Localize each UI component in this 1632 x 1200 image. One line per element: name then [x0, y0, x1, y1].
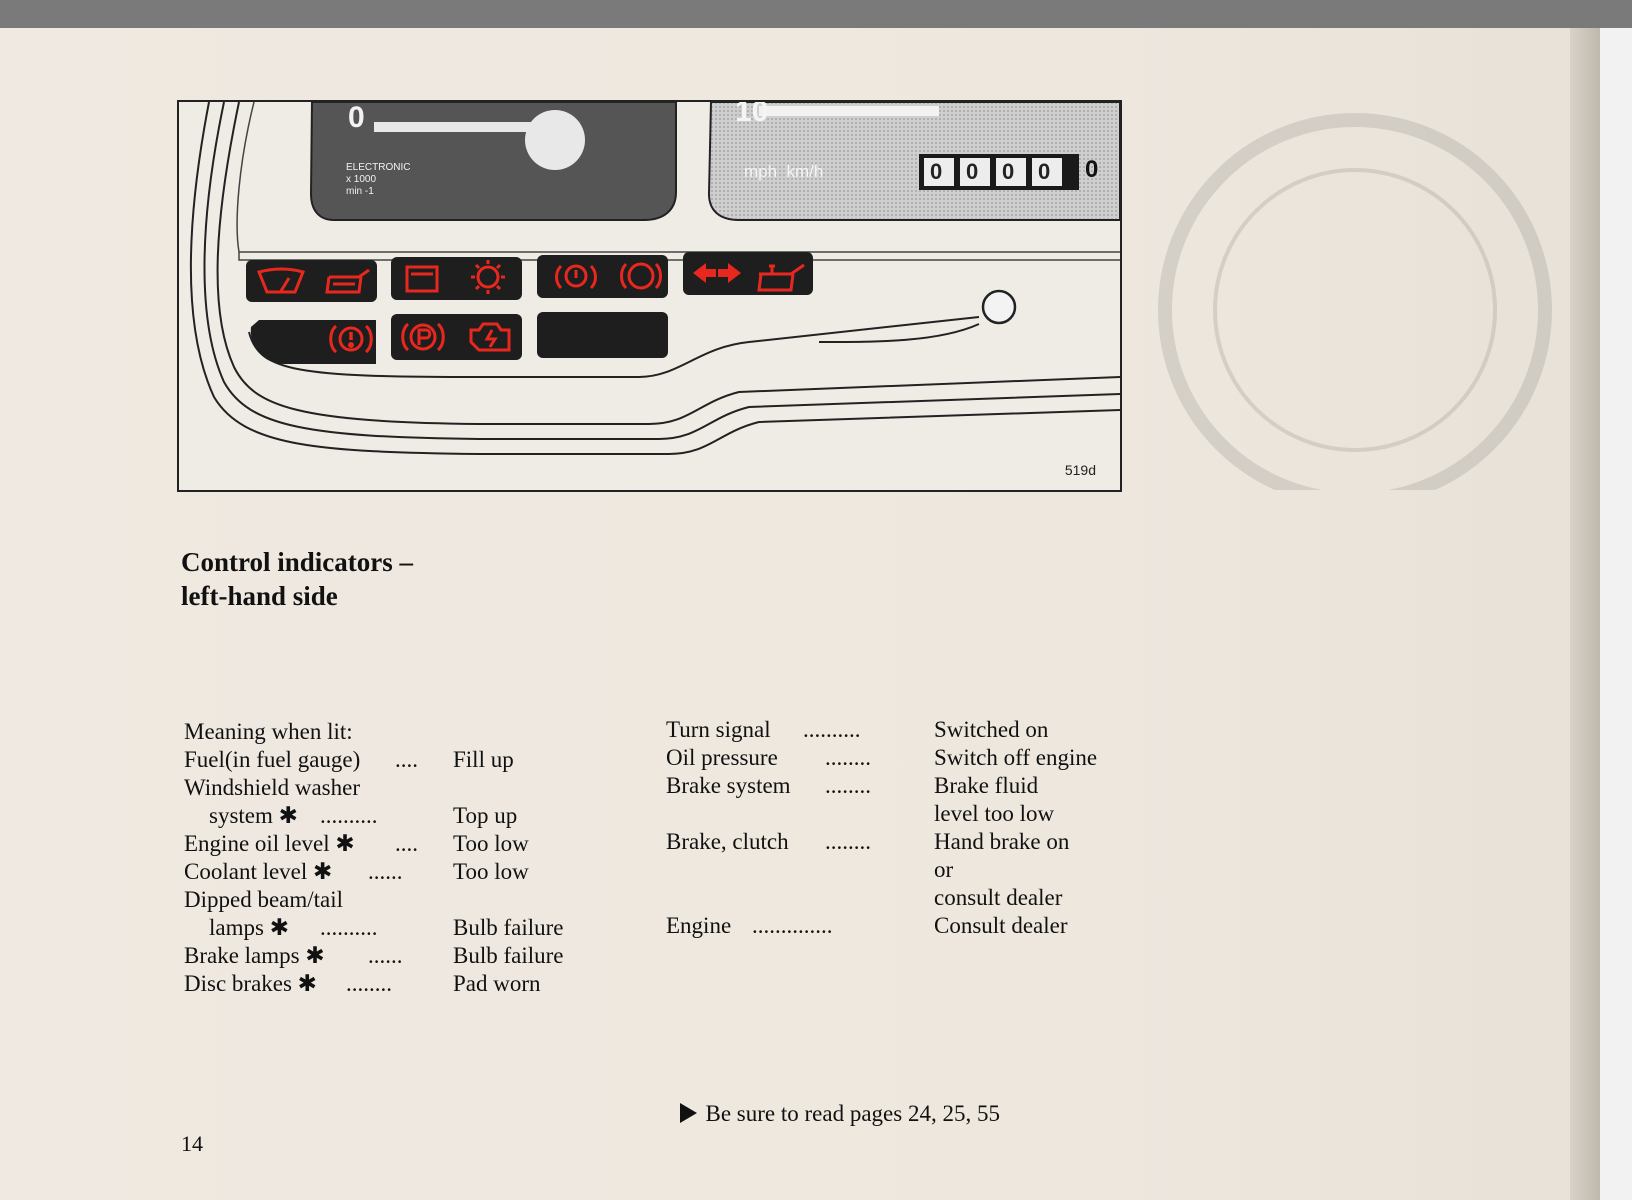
odometer-digit: 0 [1002, 159, 1015, 184]
leader-dots: ........ [825, 745, 871, 770]
list-item-value: Fill up [453, 747, 514, 772]
coolant-level-icon [405, 265, 439, 293]
odometer-digit: 0 [1038, 159, 1051, 184]
tacho-scale: x 1000 [346, 174, 377, 185]
odometer-tenths: 0 [1085, 156, 1099, 183]
section-heading: Control indicators – left-hand side [181, 545, 413, 613]
figure-code: 519d [1064, 462, 1096, 478]
list-item-value: Bulb failure [453, 943, 564, 968]
heading-line-2: left-hand side [181, 581, 338, 611]
tacho-zero: 0 [348, 101, 365, 134]
leader-dots: .... [395, 831, 418, 856]
disc-brake-icon [555, 264, 597, 290]
leader-dots: ........ [825, 829, 871, 854]
list-item-value: Pad worn [453, 971, 541, 996]
windshield-washer-icon [256, 267, 306, 294]
list-item-value: Too low [453, 831, 529, 856]
brake-system-icon [329, 324, 373, 354]
list-intro: Meaning when lit: [184, 719, 353, 744]
list-item-label: Engine oil level ✱ [184, 831, 355, 856]
leader-dots: ...... [368, 943, 403, 968]
list-item-label: Coolant level ✱ [184, 859, 333, 884]
leader-dots: .......... [320, 915, 378, 940]
tacho-unit: min -1 [346, 186, 374, 197]
parking-brake-icon [401, 322, 445, 352]
leader-dots: .......... [320, 803, 378, 828]
arrow-right-icon [679, 1103, 697, 1123]
read-pages-note: Be sure to read pages 24, 25, 55 [668, 1075, 1000, 1127]
list-item-value: Brake fluid [934, 773, 1039, 798]
leader-dots: .... [395, 747, 418, 772]
list-item-label: Windshield washer [184, 775, 361, 800]
brake-lamp-icon [620, 262, 662, 290]
page-number: 14 [181, 1131, 203, 1156]
list-item-label: Turn signal [666, 717, 771, 742]
engine-check-icon [469, 322, 511, 352]
list-item-value: Hand brake on [934, 829, 1070, 854]
list-item-label: Oil pressure [666, 745, 778, 770]
engine-oil-level-icon [325, 268, 370, 294]
scanner-background [1600, 28, 1632, 1200]
list-item-value: or [934, 857, 954, 882]
list-item-value: Bulb failure [453, 915, 564, 940]
leader-dots: ........ [346, 971, 392, 996]
list-item-label: Brake lamps ✱ [184, 943, 325, 968]
list-item-value: Switch off engine [934, 745, 1098, 770]
list-item-value: Top up [453, 803, 518, 828]
list-item-value: Switched on [934, 717, 1049, 742]
turn-signal-icon [693, 263, 741, 283]
odometer-digit: 0 [930, 159, 943, 184]
list-item-label: lamps ✱ [209, 915, 289, 940]
list-item-label: Engine [666, 913, 732, 938]
page-fold [1570, 28, 1600, 1200]
speedo-scale-number: 10 [735, 100, 769, 128]
speedo-units: mph km/h [744, 162, 824, 181]
dashboard-drawing [189, 102, 1120, 455]
dipped-beam-icon [471, 260, 505, 294]
leader-dots: ...... [368, 859, 403, 884]
dashboard-illustration: 0 ELECTRONIC x 1000 min -1 10 mph km/h 0… [177, 100, 1122, 492]
heading-line-1: Control indicators – [181, 547, 414, 577]
list-item-label: Disc brakes ✱ [184, 971, 317, 996]
list-item-label: Dipped beam/tail [184, 887, 344, 912]
leader-dots: .............. [752, 913, 833, 938]
leader-dots: ........ [825, 773, 871, 798]
leader-dots: .......... [803, 717, 861, 742]
bleed-through-speedometer [1158, 113, 1552, 490]
list-item-value: Too low [453, 859, 529, 884]
list-item-value: level too low [934, 801, 1055, 826]
oil-pressure-icon [757, 263, 805, 292]
list-item-label: system ✱ [209, 803, 298, 828]
list-item-label: Fuel(in fuel gauge) [184, 747, 361, 772]
tacho-brand: ELECTRONIC [346, 162, 411, 173]
list-item-value: Consult dealer [934, 913, 1068, 938]
list-item-label: Brake system [666, 773, 791, 798]
read-pages-text: Be sure to read pages 24, 25, 55 [705, 1101, 1000, 1126]
odometer-digit: 0 [966, 159, 979, 184]
list-item-label: Brake, clutch [666, 829, 789, 854]
list-item-value: consult dealer [934, 885, 1063, 910]
